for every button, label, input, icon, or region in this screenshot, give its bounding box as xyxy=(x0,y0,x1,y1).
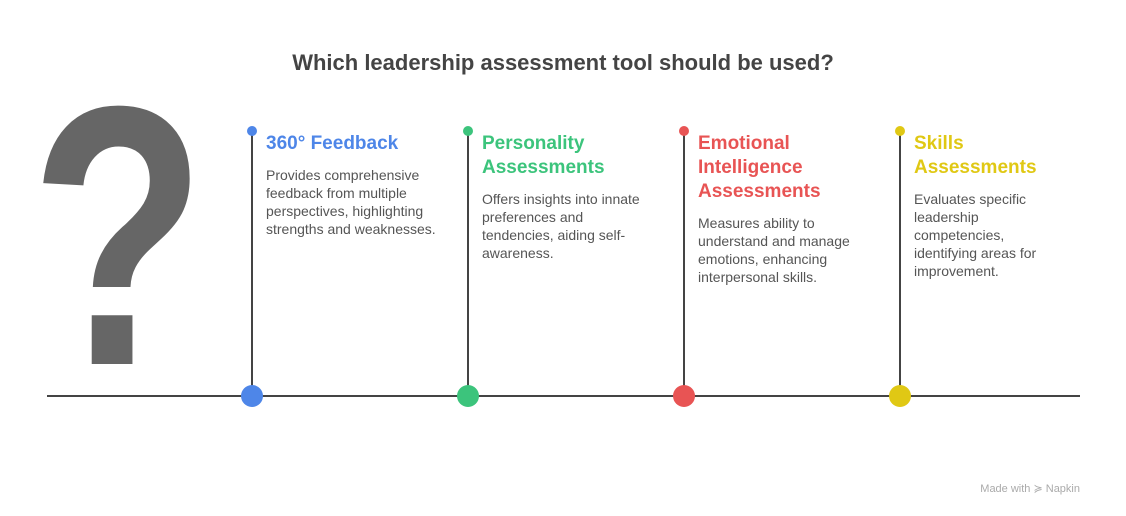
stem xyxy=(683,131,685,395)
timeline-axis xyxy=(47,395,1080,397)
item-heading: 360° Feedback xyxy=(266,133,399,154)
bottom-dot xyxy=(889,385,911,407)
item-description: Evaluates specific leadership competenci… xyxy=(914,191,1037,279)
top-dot xyxy=(247,126,257,136)
bottom-dot xyxy=(457,385,479,407)
item-description: Measures ability to understand and manag… xyxy=(698,215,850,285)
item-heading: Personality Assessments xyxy=(482,133,605,178)
item-description: Provides comprehensive feedback from mul… xyxy=(266,167,436,237)
item-description: Offers insights into innate preferences … xyxy=(482,191,640,261)
bottom-dot xyxy=(241,385,263,407)
stem xyxy=(467,131,469,395)
stem xyxy=(899,131,901,395)
item-heading: Emotional Intelligence Assessments xyxy=(698,133,821,202)
top-dot xyxy=(679,126,689,136)
bottom-dot xyxy=(673,385,695,407)
top-dot xyxy=(895,126,905,136)
top-dot xyxy=(463,126,473,136)
item-heading: Skills Assessments xyxy=(914,133,1037,178)
question-mark-icon: ? xyxy=(30,30,207,443)
stem xyxy=(251,131,253,395)
diagram-title: Which leadership assessment tool should … xyxy=(292,50,834,75)
napkin-credit: Made with ≽ Napkin xyxy=(980,483,1080,495)
